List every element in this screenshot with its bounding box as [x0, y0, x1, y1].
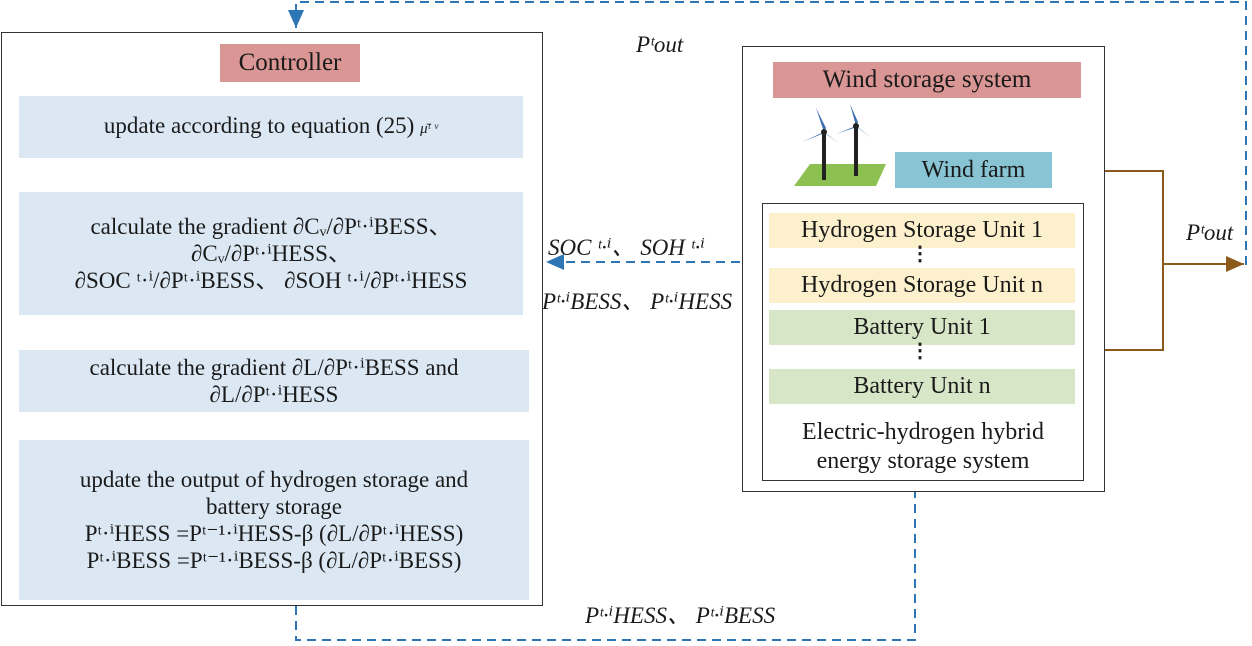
wind-farm-power-line: [1052, 170, 1244, 272]
step-update-equation: update according to equation (25) μ̄ᵗ ᵛ: [19, 96, 523, 158]
p-out-right-label: Pᵗout: [1186, 220, 1234, 245]
step3-line2: ∂L/∂Pᵗ·ⁱHESS: [209, 382, 339, 407]
controller-title: Controller: [220, 44, 360, 82]
p-bess-hess-label: Pᵗ·ⁱBESS、 Pᵗ·ⁱHESS: [542, 289, 733, 314]
hydrogen-ellipsis: ⋮: [910, 243, 930, 265]
hess-label-line1: Electric-hydrogen hybrid: [802, 419, 1044, 445]
step-calculate-gradient-lagrangian: calculate the gradient ∂L/∂Pᵗ·ⁱBESS and …: [19, 350, 529, 412]
hydrogen-unit-n: Hydrogen Storage Unit n: [769, 268, 1075, 303]
step-calculate-gradient-constraints: calculate the gradient ∂Cᵥ/∂Pᵗ·ⁱBESS、 ∂C…: [19, 192, 523, 315]
battery-unit-1: Battery Unit 1: [769, 310, 1075, 345]
step2-line1: calculate the gradient ∂Cᵥ/∂Pᵗ·ⁱBESS、: [90, 214, 452, 239]
battery-ellipsis: ⋮: [910, 340, 930, 362]
step3-line1: calculate the gradient ∂L/∂Pᵗ·ⁱBESS and: [89, 355, 459, 380]
battery-unit-n: Battery Unit n: [769, 369, 1075, 404]
step4-line4: Pᵗ·ⁱBESS =Pᵗ⁻¹·ⁱBESS-β (∂L/∂Pᵗ·ⁱBESS): [86, 548, 462, 573]
step1-text: update according to equation (25) μ̄ᵗ ᵛ: [103, 112, 439, 138]
wind-farm-box: Wind farm: [895, 152, 1052, 188]
wind-system-title: Wind storage system: [773, 62, 1081, 98]
wind-turbine-icon: [794, 104, 886, 186]
step4-line1: update the output of hydrogen storage an…: [79, 467, 469, 492]
step4-line2: battery storage: [205, 494, 343, 519]
step-update-output: update the output of hydrogen storage an…: [19, 440, 529, 600]
p-hess-bess-bottom-label: Pᵗ·ⁱHESS、 Pᵗ·ⁱBESS: [585, 603, 776, 628]
step4-line3: Pᵗ·ⁱHESS =Pᵗ⁻¹·ⁱHESS-β (∂L/∂Pᵗ·ⁱHESS): [84, 521, 464, 546]
hess-label: Electric-hydrogen hybrid energy storage …: [766, 418, 1080, 478]
step2-line2: ∂Cᵥ/∂Pᵗ·ⁱHESS、: [191, 241, 351, 266]
p-out-top-label: Pᵗout: [636, 32, 684, 57]
hydrogen-unit-1: Hydrogen Storage Unit 1: [769, 213, 1075, 248]
soc-soh-label: SOC ᵗ·ⁱ、 SOH ᵗ·ⁱ: [548, 235, 705, 260]
step2-line3: ∂SOC ᵗ·ⁱ/∂Pᵗ·ⁱBESS、 ∂SOH ᵗ·ⁱ/∂Pᵗ·ⁱHESS: [74, 268, 468, 293]
bottom-command-line: [295, 492, 916, 641]
hess-label-line2: energy storage system: [816, 448, 1030, 474]
storage-power-line: [1085, 264, 1164, 351]
top-feedback-line: [288, 1, 1247, 265]
